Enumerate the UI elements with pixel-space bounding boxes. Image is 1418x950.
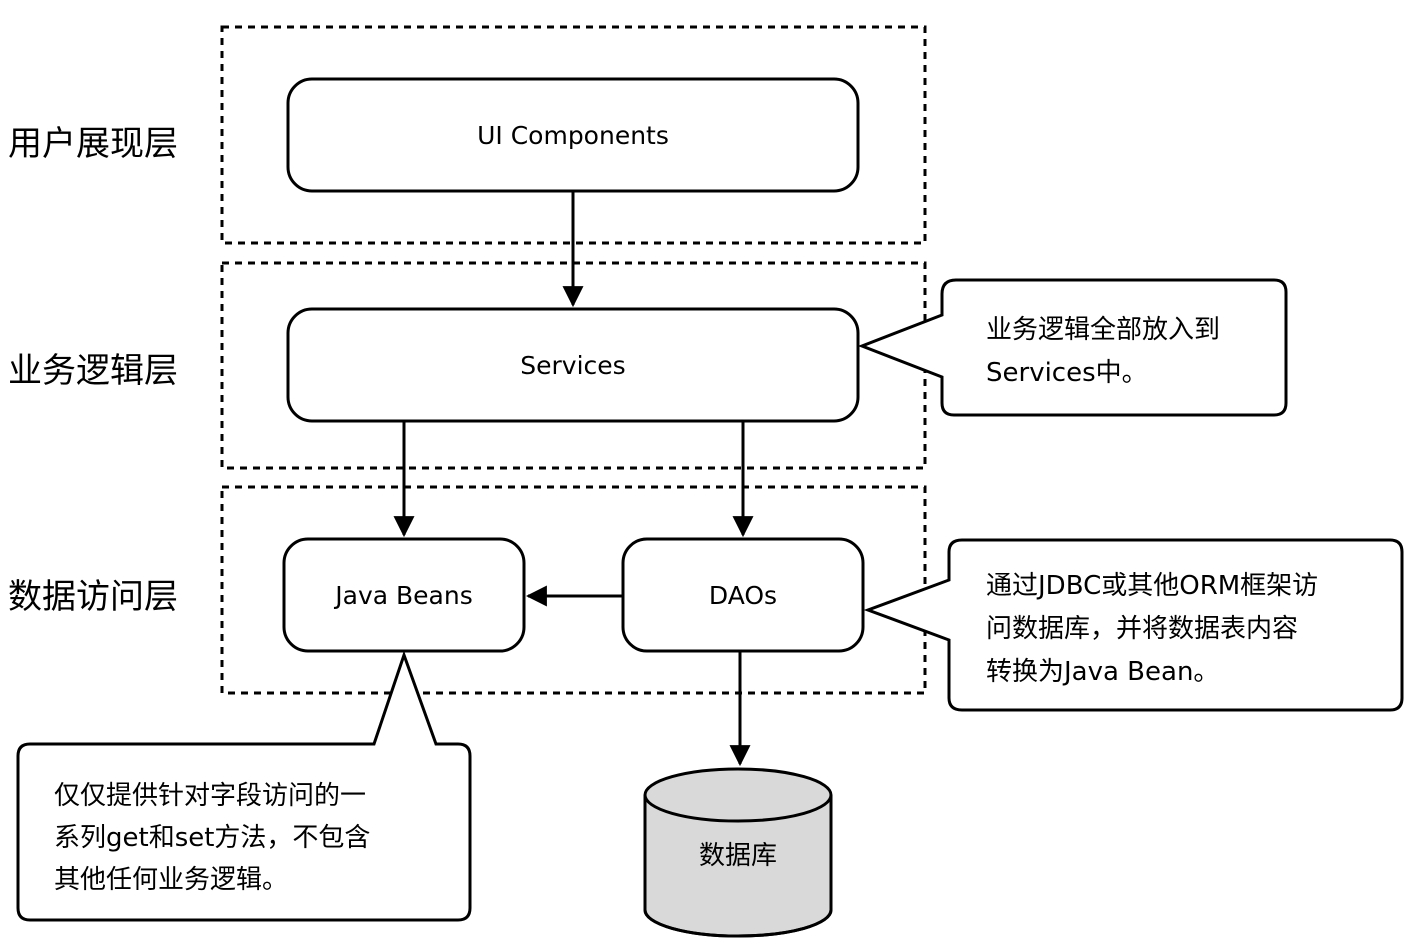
java-beans-label: Java Beans (333, 581, 472, 610)
daos-note-line-1: 通过JDBC或其他ORM框架访 (986, 571, 1318, 601)
database-label: 数据库 (699, 841, 777, 871)
services-label: Services (520, 351, 625, 380)
presentation-layer-frame (220, 25, 927, 245)
services-note-line-1: 业务逻辑全部放入到 (986, 315, 1220, 345)
ui-components-label: UI Components (477, 121, 669, 150)
services-callout (857, 278, 1288, 417)
daos-label: DAOs (709, 581, 777, 610)
services-box (286, 307, 860, 423)
database-cylinder (643, 767, 833, 938)
beans-note-line-2: 系列get和set方法，不包含 (54, 823, 370, 853)
beans-note-line-3: 其他任何业务逻辑。 (54, 865, 288, 895)
beans-note-line-1: 仅仅提供针对字段访问的一 (54, 781, 366, 811)
daos-note-line-3: 转换为Java Bean。 (986, 657, 1219, 687)
services-note-line-2: Services中。 (986, 358, 1148, 388)
presentation-layer-label: 用户展现层 (8, 124, 178, 164)
daos-note-line-2: 问数据库，并将数据表内容 (986, 614, 1298, 644)
daos-callout (863, 538, 1404, 712)
beans-callout (16, 650, 472, 922)
business-layer-label: 业务逻辑层 (8, 351, 178, 391)
data-access-layer-label: 数据访问层 (8, 577, 178, 617)
